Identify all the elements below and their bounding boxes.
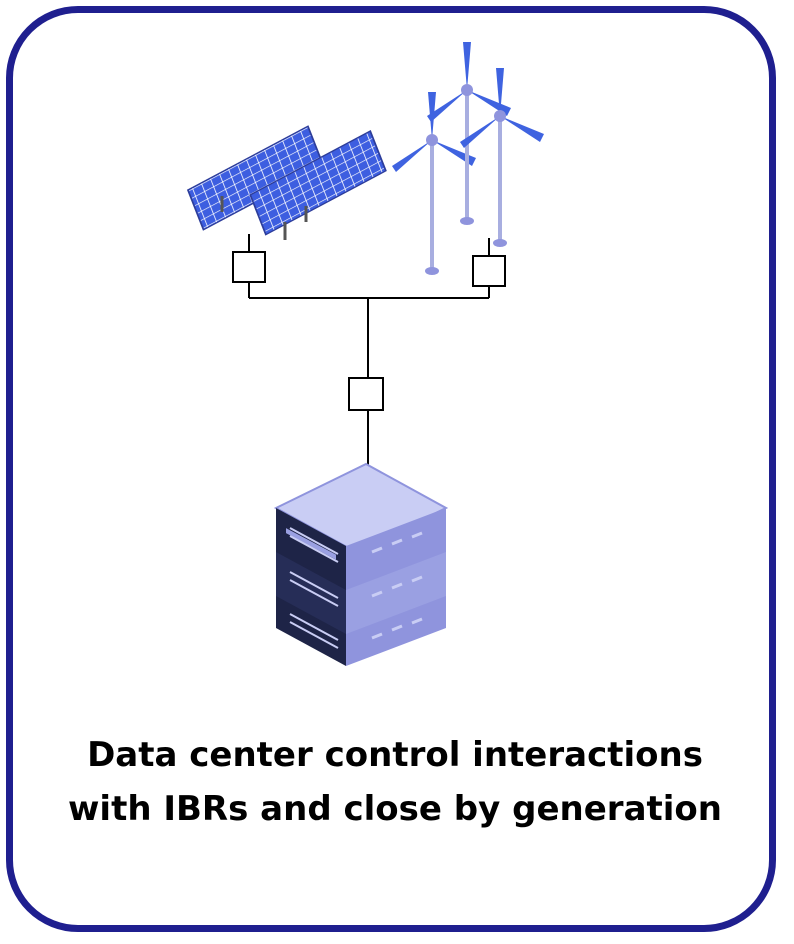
data-center-server-rack: [273, 462, 449, 666]
solar-converter-box: [232, 251, 266, 283]
diagram-frame: [6, 6, 776, 932]
data-center-converter-box: [348, 377, 384, 411]
wind-turbine-middle: [427, 42, 511, 225]
diagram-caption: Data center control interactions with IB…: [68, 735, 722, 829]
wind-turbines: [392, 42, 544, 275]
wind-turbine-left: [392, 92, 476, 275]
wind-turbine-right: [460, 68, 544, 247]
solar-panel-array: [186, 125, 387, 240]
connection-lines: [248, 234, 490, 470]
wind-converter-box: [472, 255, 506, 287]
